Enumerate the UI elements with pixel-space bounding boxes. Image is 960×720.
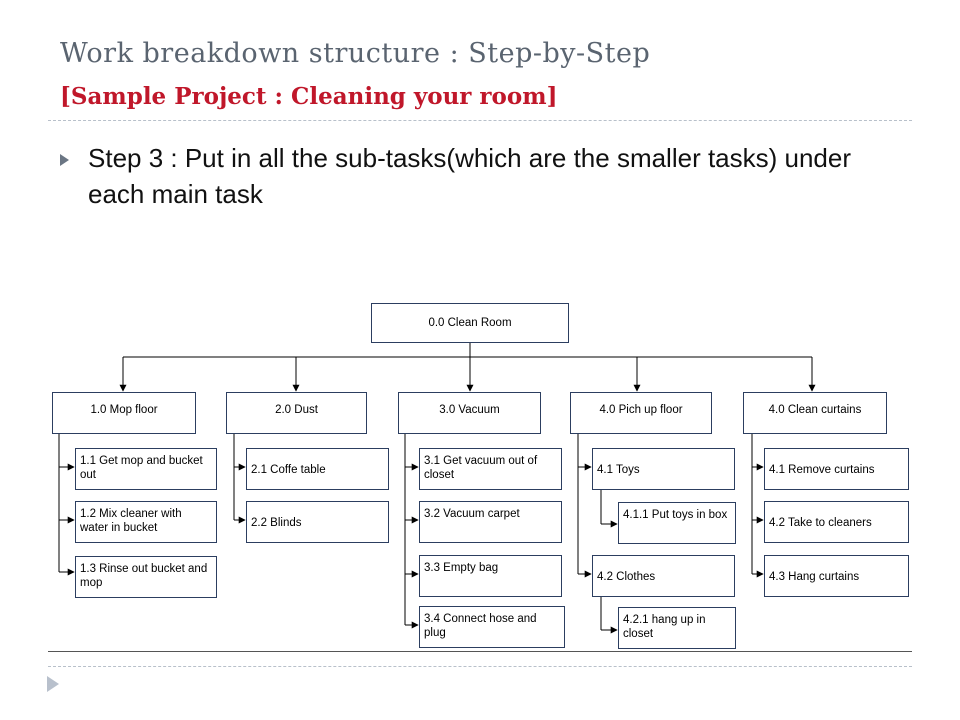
wbs-subtask-rinse-bucket: 1.3 Rinse out bucket and mop: [75, 556, 217, 598]
wbs-subtask-label: 3.4 Connect hose and plug: [424, 613, 537, 639]
wbs-subtask-label: 4.1 Remove curtains: [769, 464, 875, 476]
wbs-main-clean-curtains: 4.0 Clean curtains: [743, 392, 887, 434]
wbs-subtask-label: 2.1 Coffe table: [251, 464, 326, 476]
wbs-subtask-coffee-table: 2.1 Coffe table: [246, 448, 389, 490]
footer-divider: [48, 666, 912, 667]
wbs-subtask-mix-cleaner: 1.2 Mix cleaner with water in bucket: [75, 501, 217, 543]
wbs-subtask-label: 3.2 Vacuum carpet: [424, 508, 520, 520]
wbs-subtask-label: 4.2 Clothes: [597, 571, 656, 583]
wbs-subtask-blinds: 2.2 Blinds: [246, 501, 389, 543]
slide-title: Work breakdown structure : Step-by-Step: [60, 38, 651, 69]
step-description: Step 3 : Put in all the sub-tasks(which …: [88, 143, 852, 209]
wbs-main-pick-up-floor: 4.0 Pich up floor: [570, 392, 712, 434]
wbs-subtask-label: 1.3 Rinse out bucket and mop: [80, 563, 208, 589]
wbs-subtask-get-vacuum: 3.1 Get vacuum out of closet: [419, 448, 562, 490]
wbs-main-label: 4.0 Clean curtains: [768, 404, 862, 416]
wbs-subtask-label: 1.2 Mix cleaner with water in bucket: [80, 508, 182, 534]
wbs-subtask-label: 4.2.1 hang up in closet: [623, 614, 706, 640]
wbs-subtask-label: 3.3 Empty bag: [424, 562, 499, 574]
wbs-main-label: 1.0 Mop floor: [90, 404, 158, 416]
wbs-main-vacuum: 3.0 Vacuum: [398, 392, 541, 434]
wbs-subtask-get-mop: 1.1 Get mop and bucket out: [75, 448, 217, 490]
wbs-main-mop-floor: 1.0 Mop floor: [52, 392, 196, 434]
wbs-main-label: 2.0 Dust: [275, 404, 318, 416]
wbs-subtask-label: 4.1.1 Put toys in box: [623, 509, 728, 521]
wbs-subtask-label: 4.1 Toys: [597, 464, 640, 476]
wbs-subtask-vacuum-carpet: 3.2 Vacuum carpet: [419, 501, 562, 543]
wbs-subtask-connect-hose: 3.4 Connect hose and plug: [419, 606, 565, 648]
diagram-bottom-border: [48, 651, 912, 652]
wbs-subtask-label: 4.3 Hang curtains: [769, 571, 860, 583]
wbs-subtask-label: 3.1 Get vacuum out of closet: [424, 455, 538, 481]
wbs-subtask-label: 2.2 Blinds: [251, 517, 302, 529]
wbs-root-node: 0.0 Clean Room: [371, 303, 569, 343]
wbs-subtask-empty-bag: 3.3 Empty bag: [419, 555, 562, 597]
wbs-subtask-remove-curtains: 4.1 Remove curtains: [764, 448, 909, 490]
wbs-main-dust: 2.0 Dust: [226, 392, 367, 434]
bullet-triangle-icon: [60, 154, 69, 166]
footer-triangle-icon: [47, 676, 59, 692]
wbs-subtask-hang-curtains: 4.3 Hang curtains: [764, 555, 909, 597]
wbs-subtask-clothes: 4.2 Clothes: [592, 555, 735, 597]
wbs-subtask-label: 1.1 Get mop and bucket out: [80, 455, 203, 481]
wbs-root-label: 0.0 Clean Room: [428, 317, 512, 329]
wbs-subtask-toys: 4.1 Toys: [592, 448, 735, 490]
wbs-subtask-hang-up-in-closet: 4.2.1 hang up in closet: [618, 607, 736, 649]
wbs-main-label: 3.0 Vacuum: [439, 404, 500, 416]
wbs-subtask-take-to-cleaners: 4.2 Take to cleaners: [764, 501, 909, 543]
wbs-subtask-put-toys-in-box: 4.1.1 Put toys in box: [618, 502, 736, 544]
wbs-main-label: 4.0 Pich up floor: [599, 404, 683, 416]
title-divider: [48, 120, 912, 121]
slide-subtitle: [Sample Project : Cleaning your room]: [60, 83, 558, 110]
wbs-subtask-label: 4.2 Take to cleaners: [769, 517, 872, 529]
